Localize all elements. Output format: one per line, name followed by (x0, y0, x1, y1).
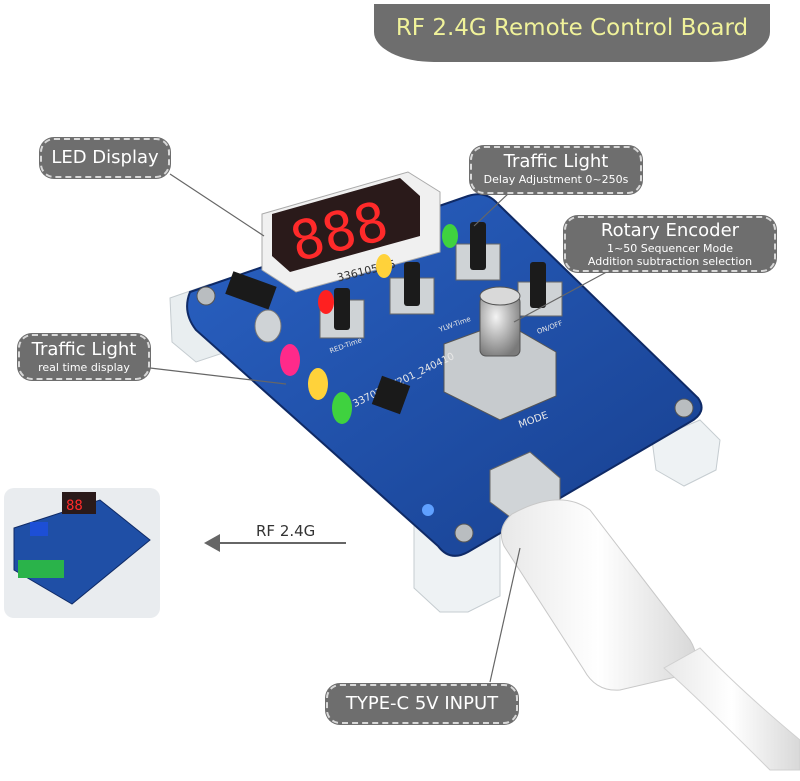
din-clip-right (651, 419, 721, 487)
rf-label: RF 2.4G (256, 522, 316, 540)
status-led-blue (422, 504, 434, 516)
leader-line (489, 547, 521, 683)
leader-line (473, 191, 511, 227)
typec-input-text: TYPE-C 5V INPUT (345, 693, 499, 714)
led-display-label: LED Display (40, 138, 170, 178)
push-button[interactable] (389, 262, 435, 315)
led-red (318, 290, 334, 314)
realtime-led-yellow (308, 368, 328, 400)
realtime-led-green (332, 392, 352, 424)
rotary-encoder-sub1: 1~50 Sequencer Mode (607, 242, 733, 255)
rf-arrow-icon (204, 534, 346, 552)
traffic-light-realtime-sub: real time display (38, 361, 130, 374)
usb-cable (500, 499, 800, 771)
traffic-light-delay-sub: Delay Adjustment 0~250s (483, 173, 629, 186)
led-display-label-text: LED Display (51, 147, 159, 168)
receiver-board-photo: 88 (4, 488, 160, 618)
realtime-led-red (280, 344, 300, 376)
led-display-module: 888 336105-15 (261, 171, 441, 293)
rotary-encoder-title: Rotary Encoder (600, 220, 740, 241)
leader-line (169, 173, 265, 237)
screw-icon (674, 398, 694, 418)
screw-icon (196, 286, 216, 306)
mcu-chip (371, 375, 411, 415)
traffic-light-delay-title: Traffic Light (503, 151, 609, 172)
rotary-encoder[interactable] (443, 286, 557, 421)
typec-input-label: TYPE-C 5V INPUT (326, 684, 518, 724)
traffic-light-realtime-title: Traffic Light (31, 339, 137, 360)
page-title: RF 2.4G Remote Control Board (374, 4, 770, 62)
rotary-encoder-sub2: Addition subtraction selection (587, 255, 753, 268)
push-button[interactable] (517, 262, 563, 317)
rotary-encoder-label: Rotary Encoder 1~50 Sequencer Mode Addit… (564, 216, 776, 272)
leader-line (513, 267, 615, 323)
traffic-light-delay-label: Traffic Light Delay Adjustment 0~250s (470, 146, 642, 194)
push-button[interactable] (455, 222, 501, 281)
traffic-light-realtime-label: Traffic Light real time display (18, 334, 150, 380)
led-yellow (376, 254, 392, 278)
leader-line (149, 367, 287, 385)
svg-text:88: 88 (66, 498, 83, 514)
screw-icon (454, 523, 474, 543)
led-green (442, 224, 458, 248)
ic-chip (225, 271, 277, 310)
capacitor (254, 309, 282, 343)
